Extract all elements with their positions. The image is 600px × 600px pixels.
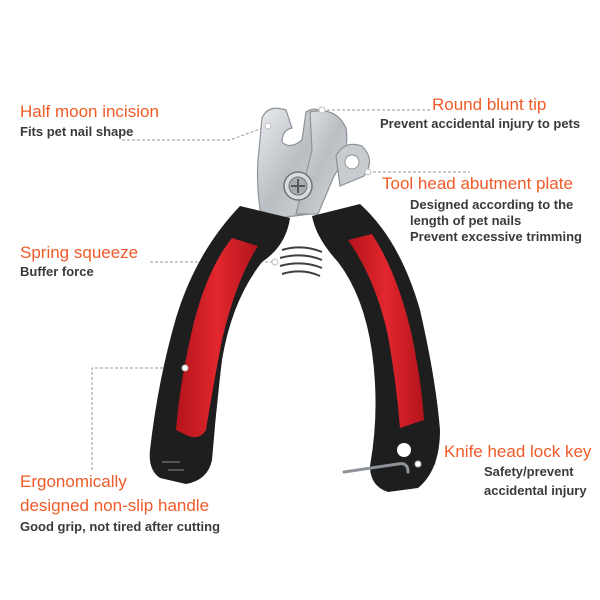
abutment-line-1: Designed according to the [410,197,574,212]
spring [279,246,323,277]
lock-line-2: accidental injury [484,483,587,498]
handle-title-line-2: designed non-slip handle [20,496,210,515]
lock-hole [397,443,411,457]
abutment-line-2: length of pet nails [410,213,522,228]
handle-title-line-1: Ergonomically [20,472,127,491]
marker-half-moon [264,122,272,130]
marker-round-tip [318,106,326,114]
abutment-hole [344,154,360,170]
round-tip-subtitle: Prevent accidental injury to pets [380,116,581,131]
marker-abutment [364,168,372,176]
lock-key [342,462,410,474]
half-moon-title: Half moon incision [20,102,159,121]
handle-subtitle: Good grip, not tired after cutting [20,519,221,534]
abutment-line-3: Prevent excessive trimming [410,229,582,244]
leader-half-moon [122,125,269,141]
lock-line-1: Safety/prevent [484,464,574,479]
lock-title: Knife head lock key [444,442,592,461]
callout-markers [181,106,422,468]
marker-lock [414,460,422,468]
right-handle [312,204,440,492]
round-tip-title: Round blunt tip [432,95,547,114]
blade-head [256,107,371,221]
abutment-title: Tool head abutment plate [382,174,573,193]
marker-spring [271,258,279,266]
left-handle [149,206,290,484]
leader-handle [91,367,185,470]
half-moon-subtitle: Fits pet nail shape [20,124,134,139]
marker-handle [181,364,189,372]
spring-title: Spring squeeze [20,243,139,262]
spring-subtitle: Buffer force [20,264,94,279]
